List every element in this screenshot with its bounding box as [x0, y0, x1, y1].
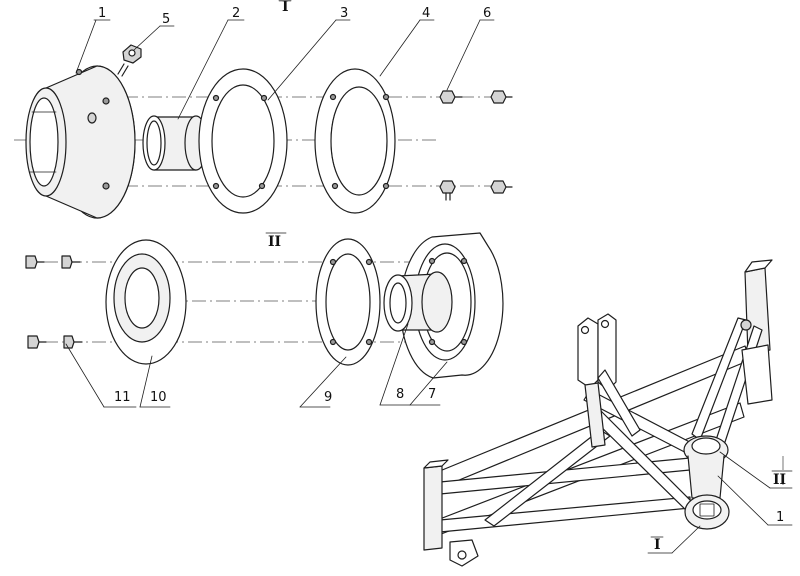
- callout-1: 1: [98, 6, 106, 21]
- callout-7: 7: [428, 387, 436, 402]
- callout-8: 8: [396, 387, 404, 402]
- frame-detail-2-label: II: [773, 472, 786, 488]
- bolt: [490, 90, 513, 104]
- bolt: [27, 335, 47, 349]
- callout-11: 11: [114, 390, 131, 405]
- bolt: [490, 180, 513, 194]
- part-5-grease-fitting: [117, 44, 142, 77]
- part-11-bolts: [25, 255, 83, 349]
- bolt: [63, 335, 83, 349]
- part-6-bolts: [439, 90, 513, 201]
- part-2-bushing: [142, 115, 208, 171]
- callout-2: 2: [232, 6, 240, 21]
- callout-10: 10: [150, 390, 167, 405]
- part-1-housing: [25, 65, 136, 219]
- leader-lines: [65, 19, 793, 554]
- group-2-label: II: [268, 234, 281, 250]
- grease-port: [87, 112, 97, 124]
- frame-detail-1-label: I: [654, 537, 661, 553]
- bolt: [439, 180, 456, 201]
- part-4-seal-plate: [314, 68, 396, 214]
- bolt: [25, 255, 45, 269]
- part-8-hub-sleeve: [383, 271, 453, 333]
- callout-9: 9: [324, 390, 332, 405]
- part-9-gasket: [315, 238, 381, 366]
- labels: I II 1 5 2 3 4 6 11 10 9 8 7 II 1 I: [98, 0, 793, 553]
- group-1-label: I: [282, 0, 289, 15]
- frame-assembly: [423, 259, 773, 567]
- bolt: [439, 90, 463, 104]
- callout-5: 5: [162, 12, 170, 27]
- part-3-flange: [198, 68, 288, 214]
- callout-3: 3: [340, 6, 348, 21]
- bolt: [61, 255, 81, 269]
- part-10-cover: [105, 239, 187, 365]
- callout-4: 4: [422, 6, 430, 21]
- callout-6: 6: [483, 6, 491, 21]
- frame-part-1-label: 1: [776, 510, 784, 525]
